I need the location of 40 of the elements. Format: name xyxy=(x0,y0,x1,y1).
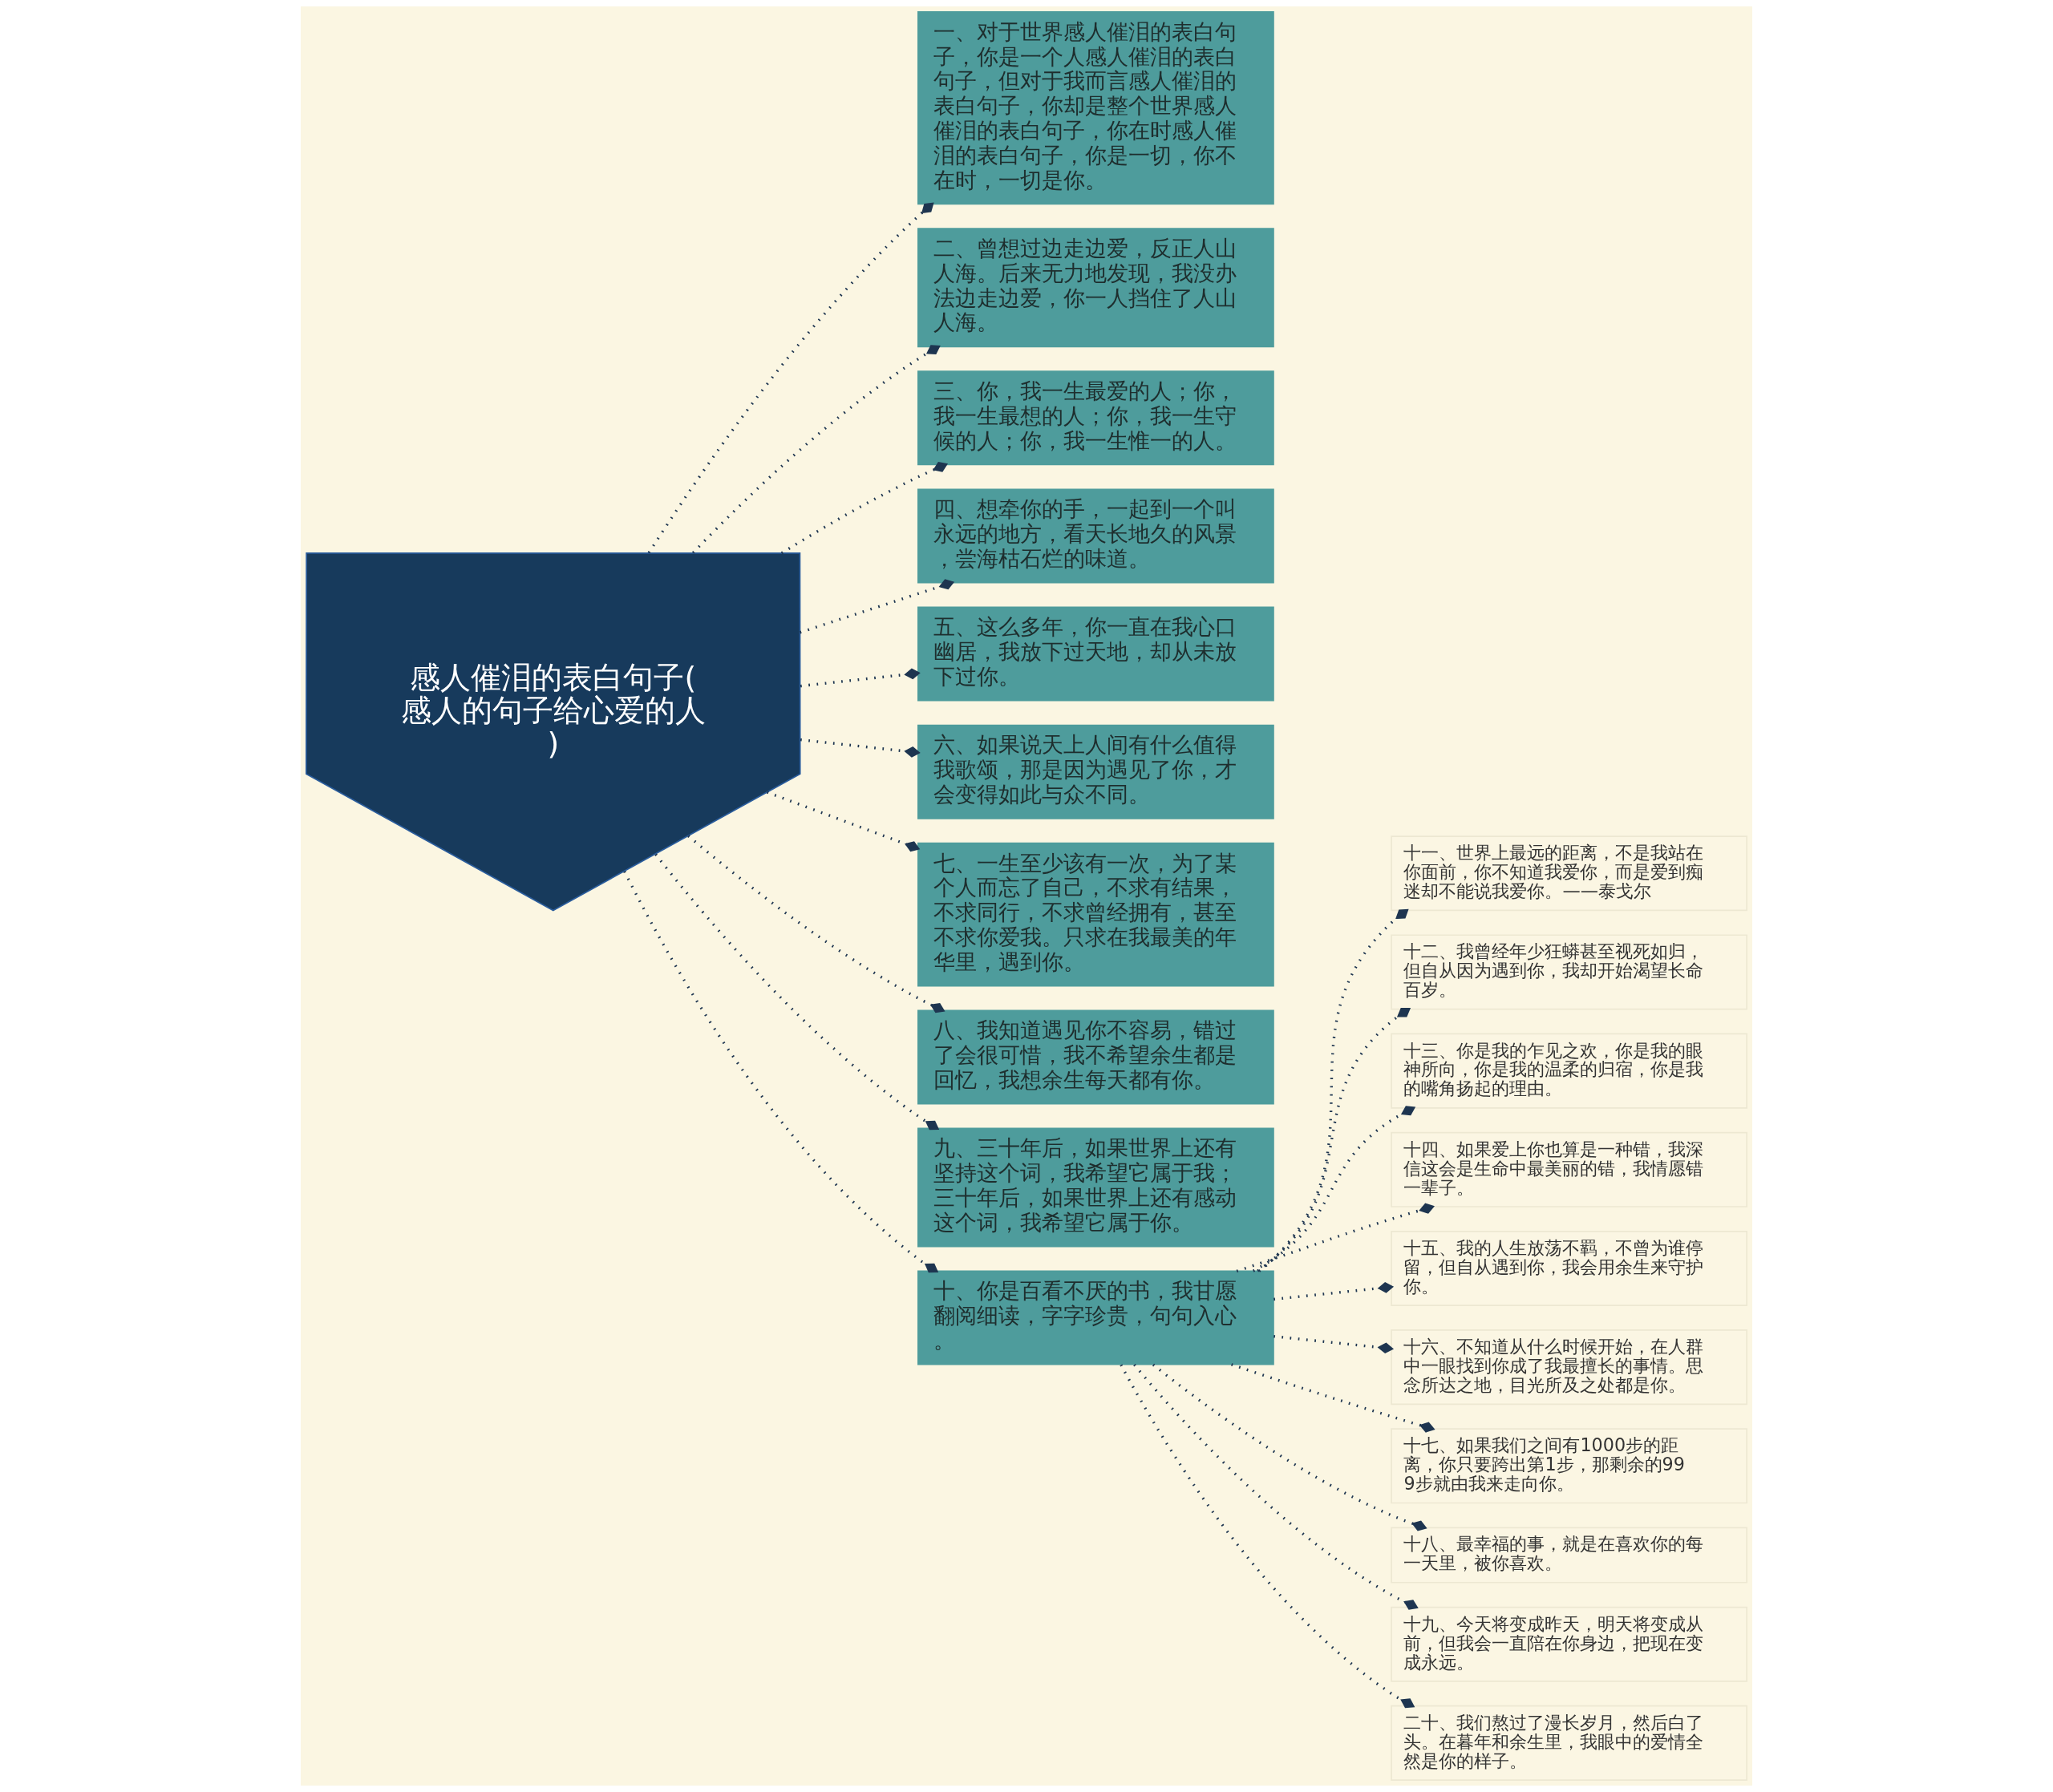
connector xyxy=(1252,1106,1416,1272)
node-box: 十七、如果我们之间有1000步的距离，你只要跨出第1步，那剩余的999步就由我来走向你。 xyxy=(1391,1428,1747,1504)
node-box: 十九、今天将变成昨天，明天将变成从前，但我会一直陪在你身边，把现在变成永远。 xyxy=(1391,1606,1747,1682)
node-box: 一、对于世界感人催泪的表白句子，你是一个人感人催泪的表白句子，但对于我而言感人催泪的表白句子，你却是整个世界感人催泪的表白句子，你在时感人催泪的表白句子，你是一切，你不在时，一切是你。 xyxy=(917,11,1274,205)
connector xyxy=(687,835,946,1013)
node-box: 十、你是百看不厌的书，我甘愿翻阅细读，字字珍贵，句句入心。 xyxy=(917,1270,1274,1365)
connector xyxy=(1257,1008,1411,1272)
connector xyxy=(1274,1282,1395,1301)
connector xyxy=(1236,1203,1435,1272)
node-box: 十三、你是我的乍见之欢，你是我的眼神所向，你是我的温柔的归宿，你是我的嘴角扬起的理由。 xyxy=(1391,1033,1747,1109)
connector xyxy=(1257,908,1409,1272)
connector xyxy=(1152,1363,1427,1531)
node-box: 十一、世界上最远的距离，不是我站在你面前，你不知道我爱你，而是爱到痴迷却不能说我爱你。——泰戈尔 xyxy=(1391,835,1747,912)
node-box: 八、我知道遇见你不容易，错过了会很可惜，我不希望余生都是回忆，我想余生每天都有你。 xyxy=(917,1009,1274,1105)
node-box: 二十、我们熬过了漫长岁月，然后白了头。在暮年和余生里，我眼中的爱情全然是你的样子。 xyxy=(1391,1705,1747,1781)
connector xyxy=(1231,1363,1435,1433)
connector xyxy=(800,579,955,634)
node-box: 五、这么多年，你一直在我心口幽居，我放下过天地，却从未放下过你。 xyxy=(917,606,1274,702)
connector xyxy=(800,738,921,758)
node-box: 七、一生至少该有一次，为了某个人而忘了自己，不求有结果，不求同行，不求曾经拥有，甚至不求你爱我。只求在我最美的年华里，遇到你。 xyxy=(917,842,1274,987)
node-box: 十六、不知道从什么时候开始，在人群中一眼找到你成了我最擅长的事情。思念所达之地，目光所及之处都是你。 xyxy=(1391,1329,1747,1406)
connector xyxy=(647,202,934,554)
connector xyxy=(1133,1364,1419,1610)
node-box: 十五、我的人生放荡不羁，不曾为谁停留，但自从遇到你，我会用余生来守护你。 xyxy=(1391,1230,1747,1307)
connector xyxy=(654,853,940,1131)
node-box: 十四、如果爱上你也算是一种错，我深信这会是生命中最美丽的错，我情愿错一辈子。 xyxy=(1391,1131,1747,1207)
node-box: 十二、我曾经年少狂蟒甚至视死如归，但自从因为遇到你，我却开始渴望长命百岁。 xyxy=(1391,934,1747,1010)
node-box: 二、曾想过边走边爱，反正人山人海。后来无力地发现，我没办法边走边爱，你一人挡住了人山人海。 xyxy=(917,228,1274,348)
connector xyxy=(692,345,941,554)
node-box: 四、想牵你的手，一起到一个叫永远的地方，看天长地久的风景，尝海枯石烂的味道。 xyxy=(917,488,1274,584)
node-box: 十八、最幸福的事，就是在喜欢你的每一天里，被你喜欢。 xyxy=(1391,1527,1747,1584)
node-box: 九、三十年后，如果世界上还有坚持这个词，我希望它属于我；三十年后，如果世界上还有感动这个词，我希望它属于你。 xyxy=(917,1127,1274,1248)
node-box: 三、你，我一生最爱的人；你，我一生最想的人；你，我一生守候的人；你，我一生惟一的人。 xyxy=(917,370,1274,466)
connector xyxy=(767,791,921,852)
connector xyxy=(1120,1364,1415,1709)
connector xyxy=(623,871,939,1273)
connector xyxy=(800,668,921,688)
node-box: 六、如果说天上人间有什么值得我歌颂，那是因为遇见了你，才会变得如此与众不同。 xyxy=(917,724,1274,819)
connector xyxy=(780,462,949,555)
connector xyxy=(1274,1334,1395,1354)
